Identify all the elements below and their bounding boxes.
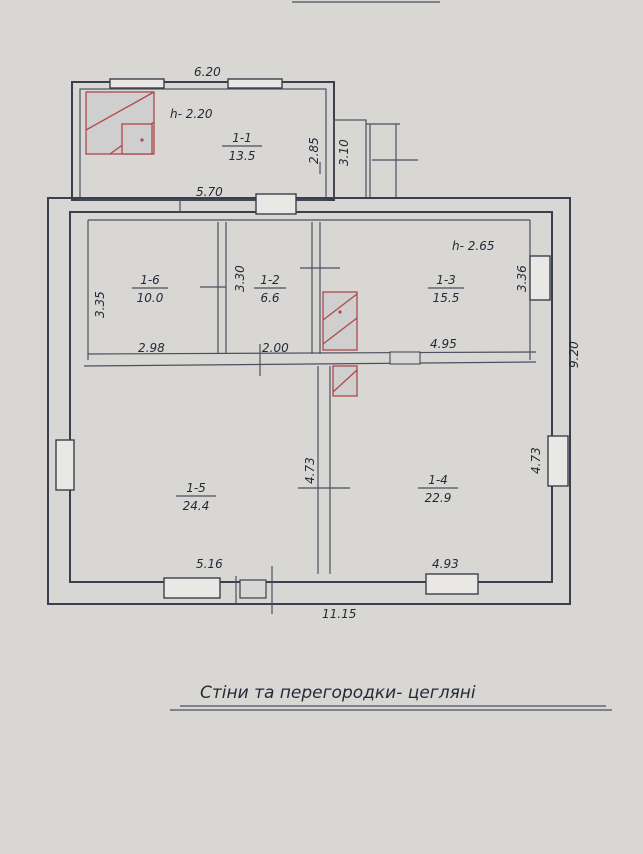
room-area: 24.4 xyxy=(183,499,210,513)
annex-height: h- 2.20 xyxy=(170,107,213,121)
dim-house-width: 11.15 xyxy=(322,607,356,621)
annex-window-left xyxy=(109,78,165,89)
house-walls xyxy=(47,193,571,605)
dim-room-1-3-width: 4.95 xyxy=(430,337,457,351)
room-1-3: 1-3 15.5 xyxy=(428,273,464,305)
annex-stove-icon xyxy=(85,91,155,155)
room-id: 1-5 xyxy=(186,481,206,495)
annex-walls xyxy=(71,78,418,201)
dim-annex-depth-inner: 2.85 xyxy=(307,137,321,164)
window-bottom-right xyxy=(425,573,479,595)
room-area: 6.6 xyxy=(260,291,279,305)
room-1-6: 1-6 10.0 xyxy=(132,273,168,305)
room-id: 1-3 xyxy=(436,273,456,287)
dim-house-depth: 9.20 xyxy=(567,341,581,368)
room-1-2: 1-2 6.6 xyxy=(254,273,286,305)
room-1-4: 1-4 22.9 xyxy=(418,473,458,505)
window-top xyxy=(255,193,297,215)
dim-room-1-4-depth: 4.73 xyxy=(529,447,543,474)
dim-room-1-5-width: 5.16 xyxy=(196,557,223,571)
room-1-1: 1-1 13.5 xyxy=(222,131,262,163)
dim-annex-width-top: 6.20 xyxy=(194,65,221,79)
room-area: 22.9 xyxy=(425,491,452,505)
dim-annex-depth-outer: 3.10 xyxy=(337,139,351,166)
window-right-upper xyxy=(529,255,551,301)
dim-room-1-6-depth: 3.35 xyxy=(93,291,107,318)
room-area: 15.5 xyxy=(433,291,460,305)
door-bottom xyxy=(239,579,267,599)
window-right-lower xyxy=(547,435,569,487)
door-1-3-1-4 xyxy=(389,351,421,365)
room-area: 13.5 xyxy=(229,149,256,163)
window-left xyxy=(55,439,75,491)
room-id: 1-4 xyxy=(428,473,448,487)
window-bottom-left xyxy=(163,577,221,599)
construction-note: Стіни та перегородки- цегляні xyxy=(200,683,476,703)
dim-room-1-3-depth: 3.36 xyxy=(515,265,529,292)
main-stove-icon xyxy=(322,291,358,397)
dim-room-1-5-depth: 4.73 xyxy=(303,457,317,484)
dim-room-1-2-depth: 3.30 xyxy=(233,265,247,292)
room-1-5: 1-5 24.4 xyxy=(176,481,216,513)
room-id: 1-6 xyxy=(140,273,160,287)
dimension-ticks xyxy=(179,162,548,614)
dim-annex-width-bottom: 5.70 xyxy=(196,185,223,199)
dim-room-1-2-width: 2.00 xyxy=(262,341,289,355)
dim-room-1-4-width: 4.93 xyxy=(432,557,459,571)
room-area: 10.0 xyxy=(137,291,164,305)
dim-room-1-6-width: 2.98 xyxy=(138,341,165,355)
main-height: h- 2.65 xyxy=(452,239,494,253)
room-id: 1-2 xyxy=(260,273,280,287)
annex-window-right xyxy=(227,78,283,89)
room-id: 1-1 xyxy=(232,131,252,145)
